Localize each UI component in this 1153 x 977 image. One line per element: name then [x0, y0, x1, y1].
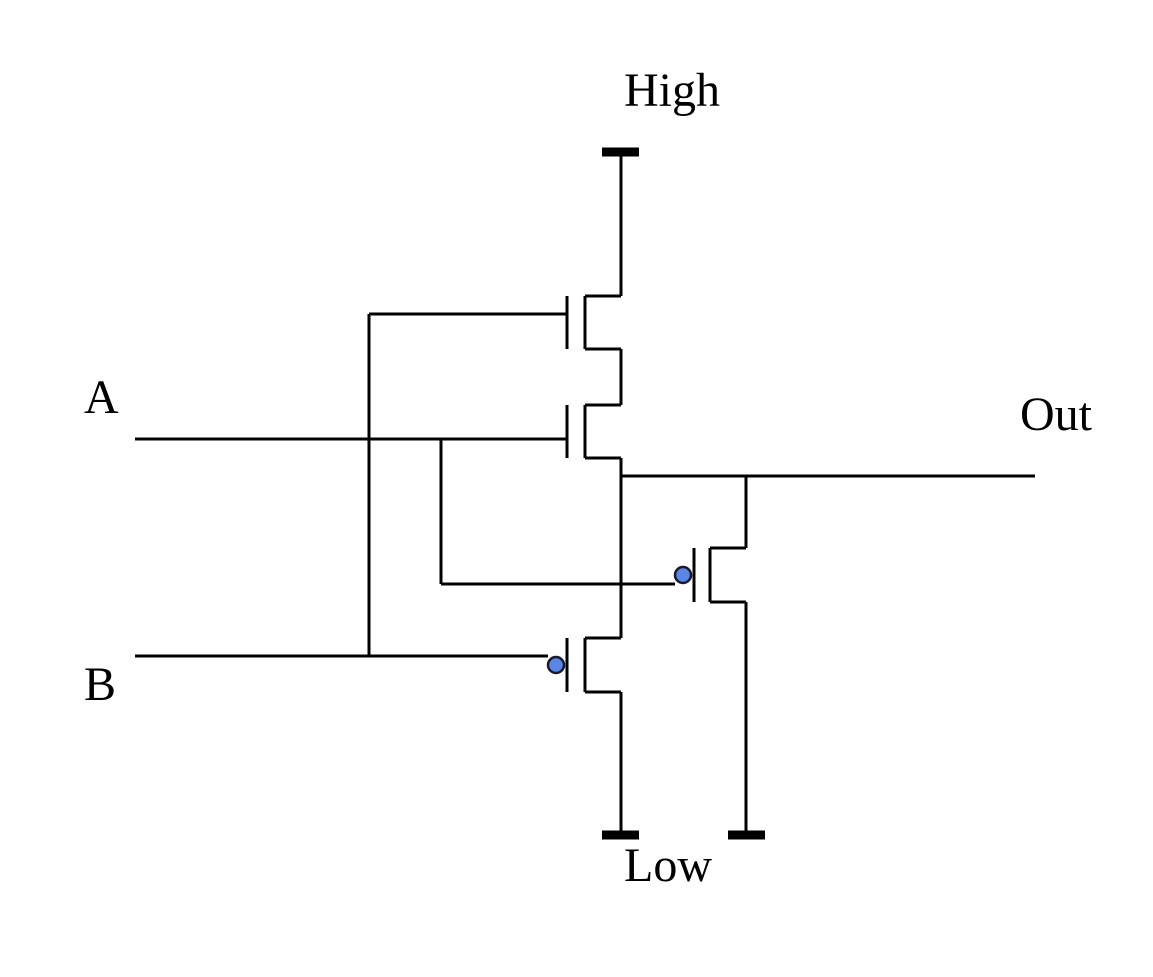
transistor-second [565, 403, 621, 460]
label-low: Low [624, 839, 712, 892]
label-b: B [84, 658, 116, 711]
label-out: Out [1020, 388, 1093, 441]
label-high: High [624, 64, 720, 117]
input-b-wiring [135, 312, 567, 658]
transistor-right [692, 476, 748, 835]
input-a-wiring [135, 437, 675, 586]
inversion-bubble-bottom [546, 655, 566, 675]
inversion-bubble-right [673, 565, 693, 585]
label-a: A [84, 371, 119, 424]
transistor-bottom [565, 636, 623, 835]
transistor-top [565, 294, 621, 351]
